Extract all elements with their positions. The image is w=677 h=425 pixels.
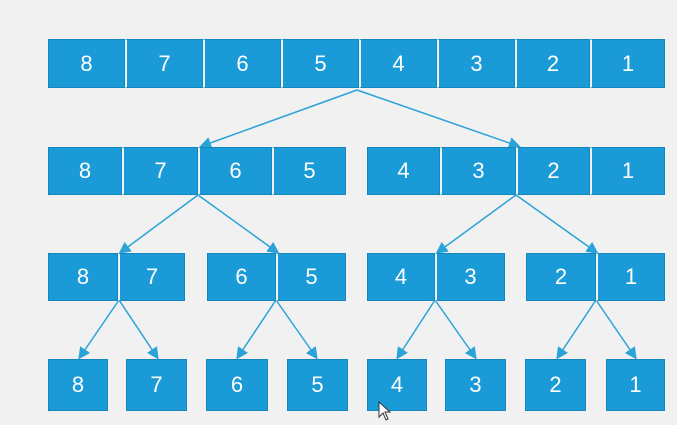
level3-cell: 3 (445, 359, 506, 411)
level0-cell: 1 (590, 39, 665, 88)
level3-cell: 1 (606, 359, 665, 411)
level2-cell: 4 (367, 253, 435, 301)
level3-cell: 6 (206, 359, 268, 411)
level1-cell: 8 (48, 147, 122, 195)
level2-cell: 8 (48, 253, 118, 301)
level1-cell: 6 (198, 147, 272, 195)
edge-l0-left (199, 89, 358, 149)
edge-l1-b (197, 194, 280, 254)
edge-l2-d2 (595, 299, 637, 360)
edge-l1-d (515, 194, 599, 254)
level3-cell: 7 (126, 359, 187, 411)
level0-cell: 7 (125, 39, 203, 88)
level0-cell: 6 (203, 39, 281, 88)
level3-cell: 8 (48, 359, 108, 411)
level0-cell: 8 (48, 39, 125, 88)
edge-l2-c1 (396, 299, 436, 360)
level0-cell: 4 (359, 39, 437, 88)
level0-cell: 5 (281, 39, 359, 88)
level0-cell: 2 (515, 39, 590, 88)
mouse-pointer-icon (378, 401, 392, 421)
level2-cell: 5 (276, 253, 346, 301)
level3-cell: 4 (367, 359, 427, 411)
level3-cell: 2 (525, 359, 586, 411)
edge-l2-b1 (236, 299, 277, 360)
edge-l2-b2 (275, 299, 318, 360)
edge-l2-c2 (434, 299, 477, 360)
level2-cell: 2 (526, 253, 596, 301)
level1-cell: 3 (440, 147, 516, 195)
level2-cell: 1 (596, 253, 665, 301)
level1-cell: 5 (272, 147, 346, 195)
level2-cell: 6 (207, 253, 276, 301)
level2-cell: 7 (118, 253, 185, 301)
edge-l1-c (435, 194, 517, 254)
level2-cell: 3 (435, 253, 505, 301)
level3-cell: 5 (287, 359, 348, 411)
edge-l1-a (118, 194, 199, 254)
level1-cell: 1 (590, 147, 665, 195)
level1-cell: 4 (367, 147, 440, 195)
level1-cell: 7 (122, 147, 198, 195)
edge-l2-a1 (78, 299, 120, 360)
edge-l2-d1 (556, 299, 597, 360)
edge-l0-right (356, 89, 521, 149)
edge-l2-a2 (118, 299, 159, 360)
level0-cell: 3 (437, 39, 515, 88)
level1-cell: 2 (516, 147, 590, 195)
